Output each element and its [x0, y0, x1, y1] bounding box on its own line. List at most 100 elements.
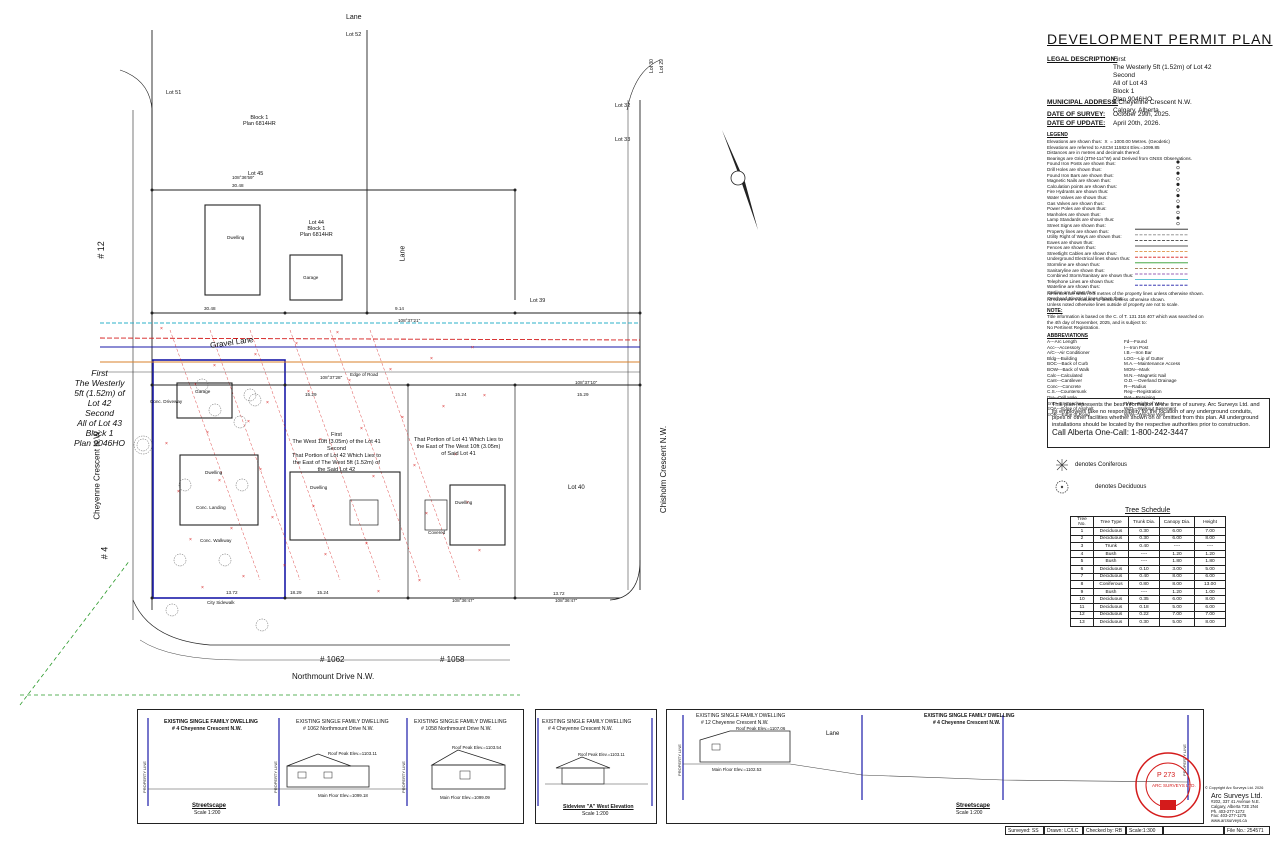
legend-item: Telephone Lines are shown thus:: [1047, 278, 1115, 284]
house-1058-roof: [430, 749, 506, 766]
ss2-address-1: # 12 Cheyenne Crescent N.W.: [701, 720, 769, 726]
elevation-mark: ×: [319, 437, 322, 443]
legend-item: Overhead Electrical lines shown thus:: [1047, 295, 1124, 301]
sideview-roof: [555, 756, 611, 769]
legend-symbol: [1176, 182, 1180, 187]
lot-40-label: Lot 40: [568, 485, 585, 491]
abbrev-item: M.A.---Maintenance Access: [1124, 361, 1181, 367]
ss2-lane-label: Lane: [826, 731, 840, 737]
house-12-outline: [699, 730, 791, 763]
building-label: Dwelling: [205, 470, 223, 475]
lot-32-label: Lot 32: [615, 103, 631, 109]
building-label: Dwelling: [455, 500, 473, 505]
legend-symbol: [1176, 171, 1180, 175]
civic-1058-label: # 1058: [440, 655, 465, 664]
legend-item: Calculation points are shown thus:: [1047, 183, 1117, 189]
ss1-roof-peak-1062: Roof Peak Elev.=1103.11: [328, 751, 377, 756]
tree-icon: [218, 553, 232, 567]
legal-label: LEGAL DESCRIPTION:: [1047, 56, 1118, 63]
abbrev-heading: ABBREVIATIONS: [1047, 333, 1089, 339]
ss1-main-floor-1058: Main Floor Elev.=1099.09: [440, 795, 490, 800]
legend-item: Elevations are referred to ASCM 115824 E…: [1047, 144, 1160, 150]
legend-item: Found Iron Bars are shown thus:: [1047, 172, 1114, 178]
legal-line: The Westerly 5ft (1.52m) of Lot 42: [1113, 64, 1212, 71]
survey-monument: [150, 383, 154, 387]
tree-col-header: Trunk Dia.: [1128, 516, 1160, 528]
legend-item: Stormline are shown thus:: [1047, 262, 1101, 268]
company-address-line: www.arcsurveys.ca: [1211, 818, 1247, 824]
title-block-cell: File No.: 254571: [1224, 826, 1270, 835]
streetscape-panel-2: [666, 709, 1204, 824]
legal-line: Block 1: [1113, 88, 1135, 95]
dwelling-1062: [289, 471, 401, 541]
legend-item: Fire Hydrants are shown thus:: [1047, 189, 1109, 195]
elevation-mark: ×: [389, 367, 392, 373]
legend-item: Fences are shown thus:: [1047, 245, 1096, 251]
dimension-label: 15.24: [317, 590, 329, 595]
power-line: [99, 337, 641, 341]
tree-icon: [178, 478, 192, 492]
abbrev-item: O.D.---Overland Drainage: [1124, 378, 1177, 384]
elevation-mark: ×: [425, 511, 428, 517]
abbrev-item: Bldg---Building: [1047, 355, 1078, 361]
dwelling-subject: [179, 454, 259, 526]
disclaimer-box: This plan represents the best informatio…: [1047, 398, 1270, 448]
elevation-mark: ×: [177, 489, 180, 495]
abbrev-item: W/W---Window Well: [1124, 411, 1165, 417]
title-block-cell: Surveyed: SS: [1005, 826, 1044, 835]
tree-col-header: Height: [1194, 516, 1226, 528]
ss2-caption: Streetscape: [956, 803, 991, 809]
legal-description: LEGAL DESCRIPTION: First The Westerly 5f…: [1047, 56, 1272, 103]
ss1-roof-peak-1058: Roof Peak Elev.=1103.54: [452, 745, 502, 750]
road-curve: [132, 599, 510, 646]
subject-parcel-boundary: [152, 359, 286, 599]
legend-symbol: [1176, 210, 1180, 215]
elevation-mark: ×: [324, 552, 327, 558]
elevation-mark: ×: [418, 578, 421, 584]
abbrev-item: I.B.---Iron Bar: [1124, 350, 1152, 356]
legend-item: Street Signs are shown thus:: [1047, 222, 1106, 228]
tree-icon: [165, 603, 179, 617]
sideview-caption: Sideview "A" West Elevation: [563, 804, 634, 810]
abbrev-item: Fd---Found: [1124, 339, 1147, 344]
building-label: Garage: [303, 275, 319, 280]
abbrev-item: Calc---Calculated: [1047, 372, 1083, 378]
survey-monument: [365, 311, 369, 315]
property-line-label: PROPERTY LINE: [677, 744, 682, 776]
lot-30-label: Lot 30: [648, 59, 655, 73]
ss2-grade-line: [683, 763, 1189, 783]
elevation-mark: ×: [271, 515, 274, 521]
deciduous-icon: [1055, 480, 1069, 494]
company-address-line: Fax: 403-277-1275: [1211, 813, 1247, 819]
civic-12-label: # 12: [95, 241, 106, 259]
lot-29-label: Lot 29: [658, 59, 665, 73]
abbrev-item: A/C---Air Conditioner: [1047, 350, 1090, 356]
municipal-address: MUNICIPAL ADDRESS: 4 Cheyenne Crescent N…: [1047, 99, 1272, 115]
alberta-one-call: Call Alberta One-Call: 1-800-242-3447: [1052, 428, 1189, 438]
elevation-mark: ×: [206, 430, 209, 436]
survey-monument: [406, 383, 410, 387]
abbrev-item: R---Radius: [1124, 383, 1147, 389]
elevation-mark: ×: [230, 526, 233, 532]
dimension-label: 108°36'47": [452, 598, 475, 603]
tree-icon: [136, 438, 150, 452]
tree-icon: [235, 478, 249, 492]
survey-date-label: DATE OF SURVEY:: [1047, 111, 1106, 118]
legend-footer: All fences are within 0.3 metres of the …: [1047, 291, 1204, 308]
elevation-mark: ×: [365, 541, 368, 547]
deciduous-label: denotes Deciduous: [1095, 484, 1147, 490]
elevation-mark: ×: [213, 363, 216, 369]
tree-schedule-title: Tree Schedule: [1125, 507, 1171, 514]
note-line: No Pertinent Registration.: [1047, 325, 1100, 331]
house-12-window: [711, 743, 721, 751]
tree-legend-symbols: [1055, 459, 1069, 494]
ss2-main-floor: Main Floor Elev.=1102.53: [712, 767, 762, 772]
lot-45-label: Lot 45: [248, 171, 264, 177]
house-1058-window: [459, 770, 471, 780]
elevation-mark: ×: [254, 352, 257, 358]
tree-icon: [243, 388, 257, 402]
legend-item: Drill Holes are shown thus:: [1047, 166, 1102, 172]
